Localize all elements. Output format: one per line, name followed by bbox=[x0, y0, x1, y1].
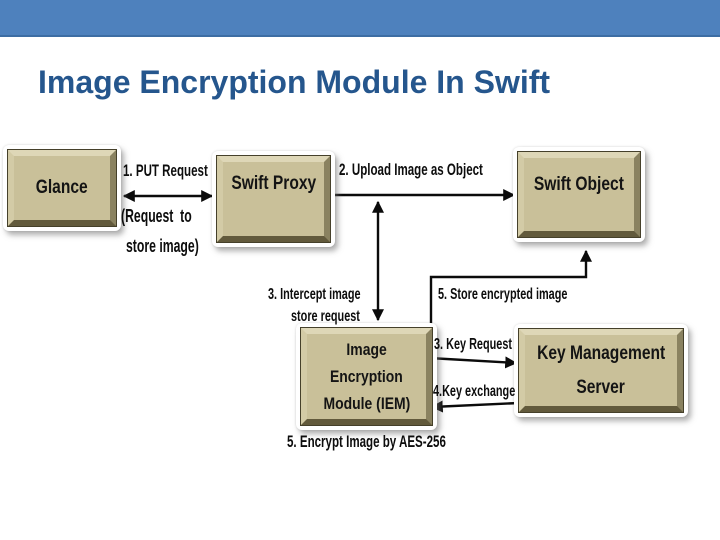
edge-label-intercept-line2: store request bbox=[291, 308, 360, 325]
edge-label-encrypt-aes: 5. Encrypt Image by AES-256 bbox=[287, 432, 446, 451]
iem-node: Image Encryption Module (IEM) bbox=[296, 323, 437, 430]
swift-proxy-node-face: Swift Proxy bbox=[216, 155, 331, 243]
page-title: Image Encryption Module In Swift bbox=[38, 64, 551, 100]
node-label: Swift Proxy bbox=[231, 173, 316, 194]
kms-node-face: Key Management Server bbox=[518, 328, 684, 413]
arrow-key-request bbox=[428, 356, 518, 369]
node-label: Key Management bbox=[536, 342, 666, 364]
edge-label-store-image: store image) bbox=[126, 236, 199, 256]
node-label: Server bbox=[576, 376, 626, 398]
node-label: Image bbox=[346, 340, 387, 359]
edge-label-upload-image: 2. Upload Image as Object bbox=[339, 160, 483, 179]
node-label: Swift Object bbox=[533, 173, 625, 195]
glance-node: Glance bbox=[3, 145, 121, 231]
edge-label-intercept-line1: 3. Intercept image bbox=[268, 286, 361, 303]
swift-object-node: Swift Object bbox=[513, 147, 645, 242]
edge-label-put-request: 1. PUT Request bbox=[123, 161, 208, 180]
kms-node: Key Management Server bbox=[514, 324, 688, 417]
edge-label-key-exchange: 4.Key exchange bbox=[433, 383, 516, 400]
arrow-key-exchange bbox=[430, 400, 520, 413]
header-bar bbox=[0, 0, 720, 37]
node-label: Module (IEM) bbox=[323, 394, 410, 413]
edge-label-key-request: 3. Key Request bbox=[434, 336, 513, 353]
swift-object-node-face: Swift Object bbox=[517, 151, 641, 238]
glance-node-face: Glance bbox=[7, 149, 117, 227]
edge-label-store-encrypted: 5. Store encrypted image bbox=[438, 286, 568, 303]
edge-label-request-to: (Request to bbox=[121, 206, 192, 226]
iem-node-face: Image Encryption Module (IEM) bbox=[300, 327, 433, 426]
node-label: Encryption bbox=[330, 367, 403, 386]
swift-proxy-node: Swift Proxy bbox=[212, 151, 335, 247]
node-label: Glance bbox=[36, 177, 88, 198]
